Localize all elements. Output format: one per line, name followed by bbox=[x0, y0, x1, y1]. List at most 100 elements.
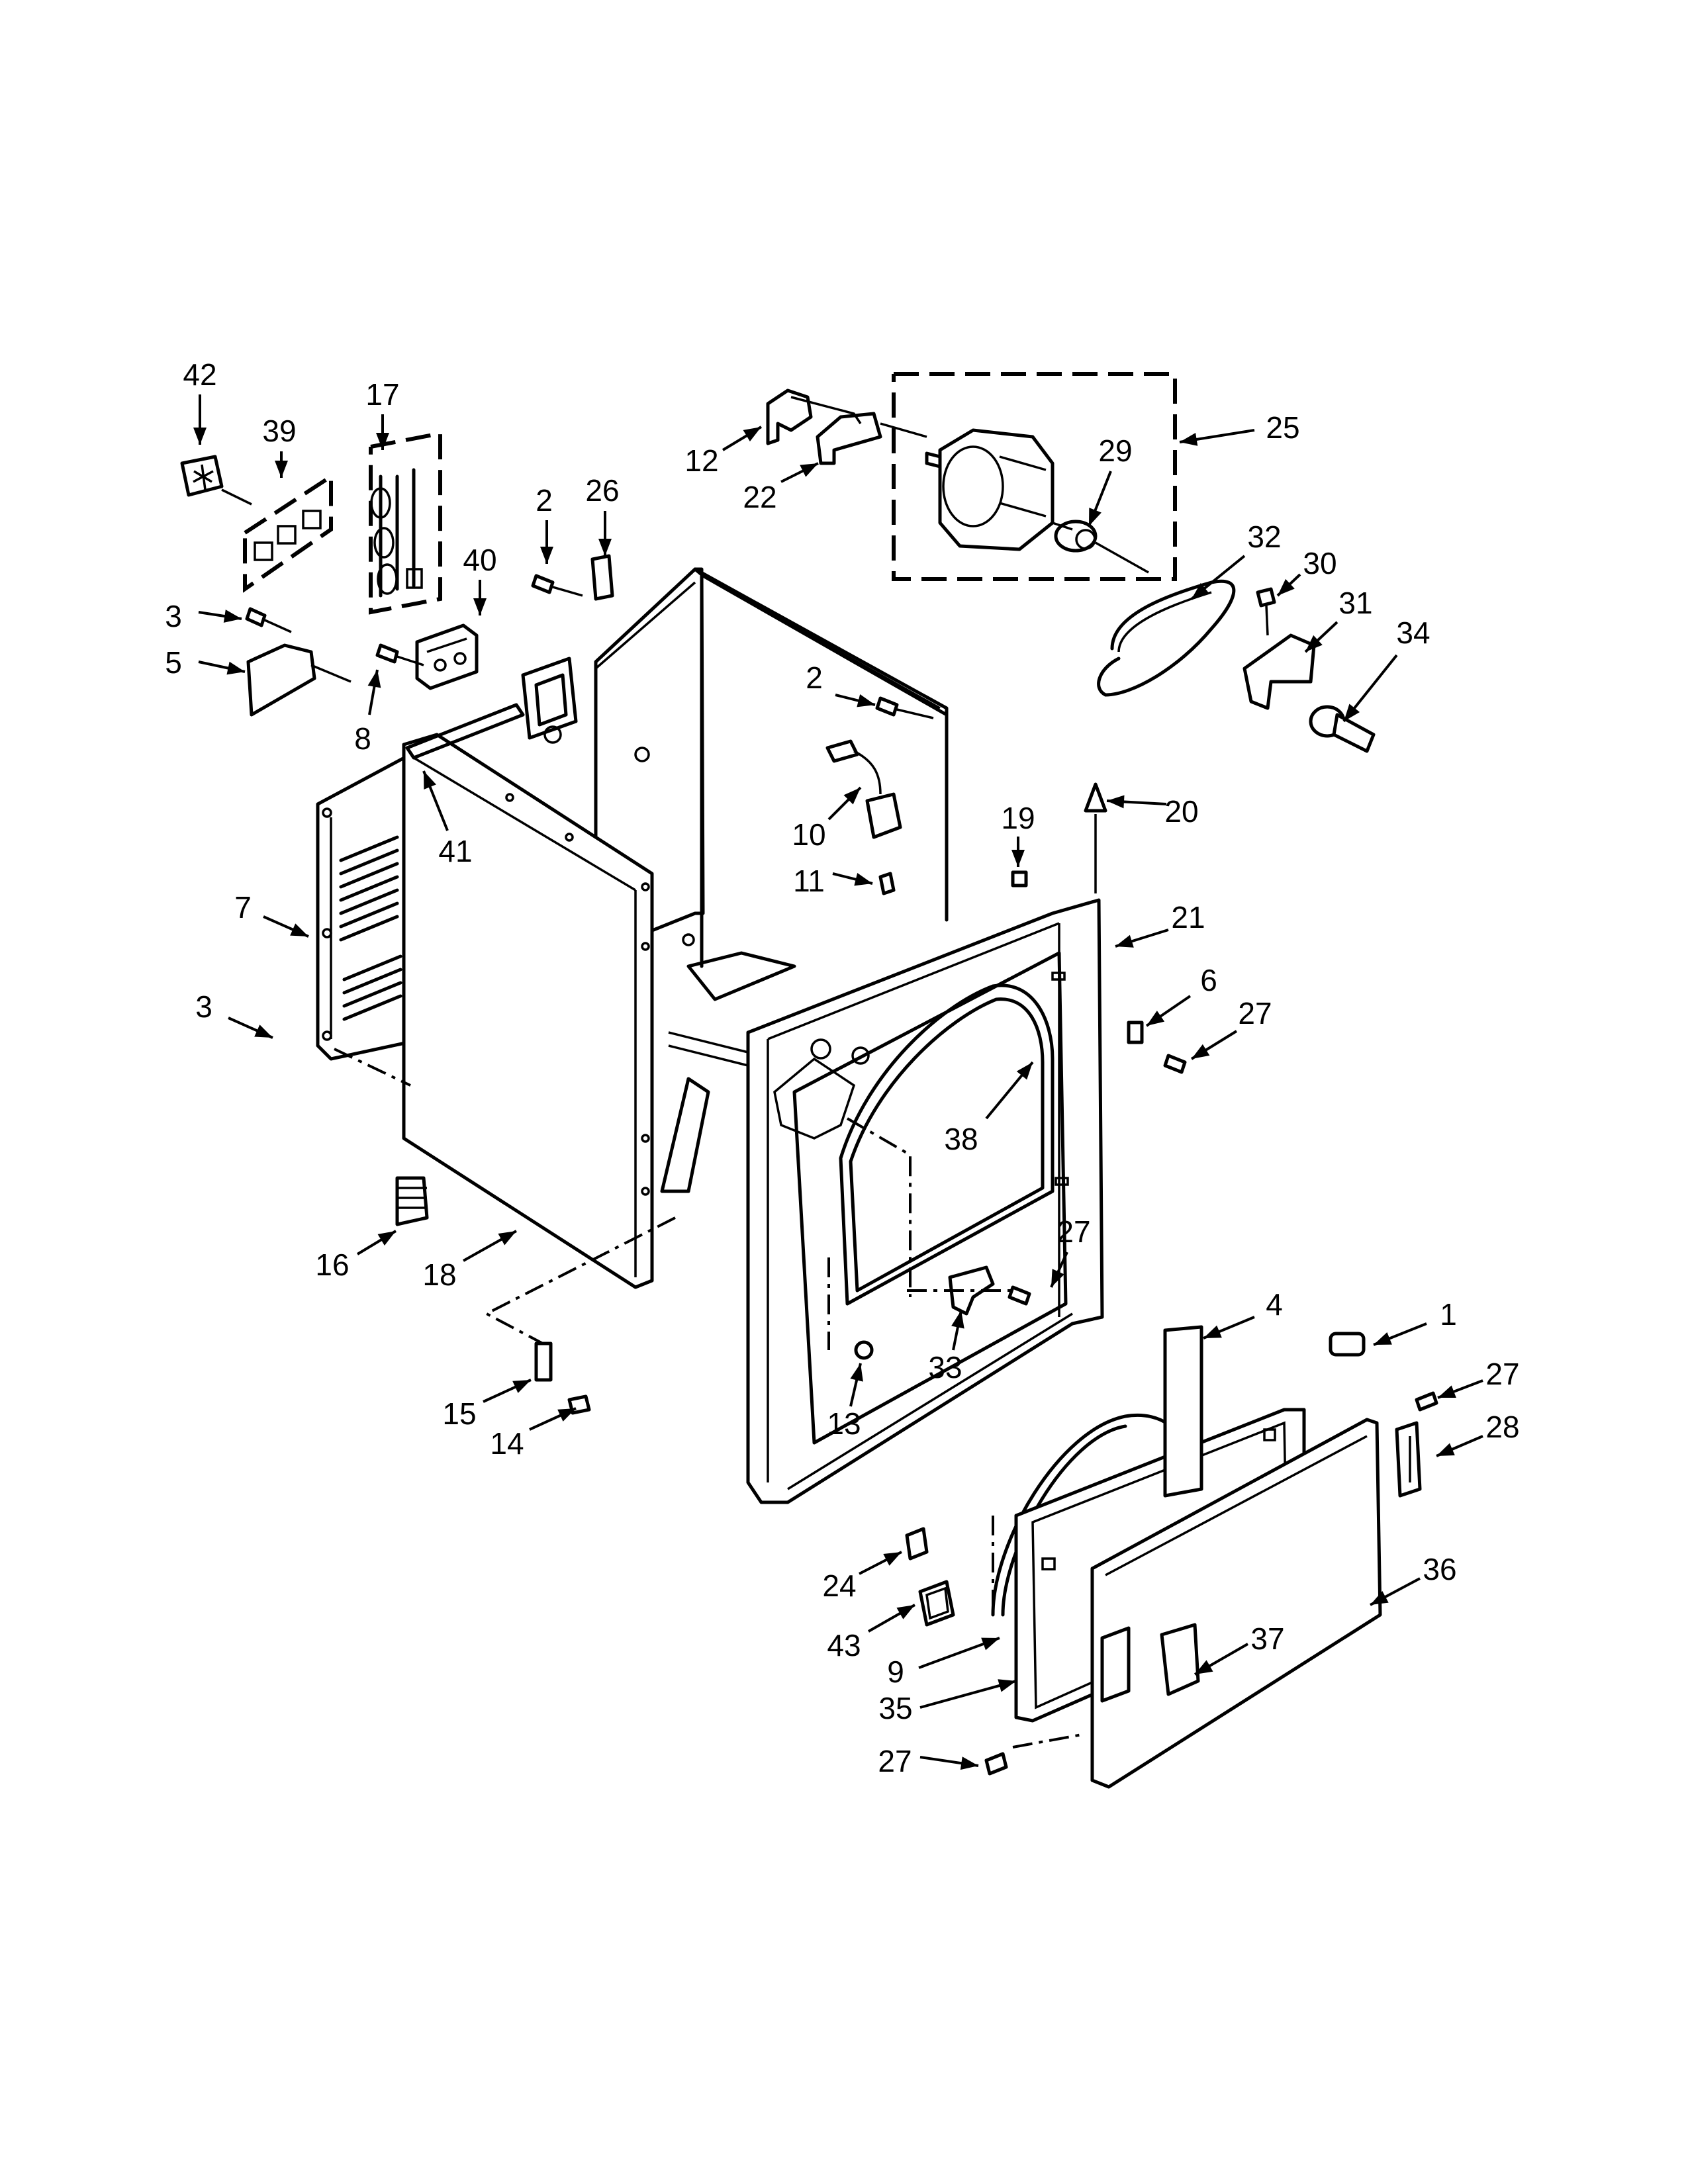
callout-label: 1 bbox=[1440, 1297, 1457, 1332]
callout-c24: 24 bbox=[822, 1551, 902, 1603]
door-bumper-1 bbox=[1329, 1332, 1366, 1357]
door-seal-38 bbox=[839, 983, 1055, 1306]
drive-belt-32 bbox=[1097, 579, 1236, 697]
door-window-strip-4 bbox=[1163, 1325, 1203, 1498]
idler-bracket-31 bbox=[1243, 633, 1316, 710]
screw-8 bbox=[375, 643, 424, 666]
callout-c33: 33 bbox=[928, 1310, 964, 1385]
callout-c3a: 3 bbox=[165, 599, 242, 633]
callout-label: 43 bbox=[827, 1628, 861, 1662]
callout-c19: 19 bbox=[1001, 801, 1035, 867]
callout-label: 38 bbox=[944, 1122, 978, 1156]
callout-label: 27 bbox=[878, 1744, 912, 1778]
callout-arrowhead bbox=[290, 923, 308, 936]
callout-label: 3 bbox=[195, 989, 212, 1024]
pulley-29 bbox=[1054, 520, 1098, 553]
callout-arrowhead bbox=[1438, 1385, 1456, 1398]
callout-label: 20 bbox=[1164, 794, 1198, 829]
callout-label: 32 bbox=[1247, 520, 1281, 554]
screw-27-hinge bbox=[1415, 1391, 1438, 1412]
callout-arrowhead bbox=[981, 1637, 1000, 1651]
callout-arrowhead bbox=[1051, 1269, 1064, 1287]
screw-27-catch bbox=[1008, 1285, 1031, 1306]
callout-label: 13 bbox=[827, 1406, 861, 1441]
callout-arrowhead bbox=[1305, 635, 1323, 652]
callout-arrowhead bbox=[800, 463, 818, 477]
callout-arrowhead bbox=[473, 598, 487, 615]
callout-c16: 16 bbox=[315, 1230, 397, 1282]
callout-c39: 39 bbox=[262, 414, 297, 478]
callout-arrowhead bbox=[226, 661, 245, 675]
callout-c2b: 2 bbox=[806, 660, 876, 707]
callout-c32: 32 bbox=[1190, 520, 1282, 600]
callout-c17: 17 bbox=[365, 377, 400, 450]
callout-arrowhead bbox=[1195, 1660, 1213, 1674]
front-panel-cutaway bbox=[773, 1057, 856, 1140]
callout-arrowhead bbox=[743, 427, 761, 441]
callout-arrowhead bbox=[377, 1231, 396, 1246]
callout-arrowhead bbox=[1180, 433, 1198, 446]
side-panel-vents bbox=[339, 835, 402, 1021]
callout-label: 2 bbox=[536, 483, 553, 518]
callout-c38: 38 bbox=[944, 1061, 1034, 1156]
warning-label-42 bbox=[180, 455, 252, 506]
callout-c25: 25 bbox=[1179, 410, 1300, 446]
callout-arrowhead bbox=[1115, 934, 1134, 948]
callout-arrowhead bbox=[223, 610, 242, 623]
screw-2-upper bbox=[531, 574, 583, 597]
callout-c42: 42 bbox=[183, 357, 217, 445]
callout-c4: 4 bbox=[1203, 1287, 1283, 1340]
callout-arrowhead bbox=[1016, 1062, 1033, 1080]
callout-label: 7 bbox=[234, 890, 252, 925]
screw-27-door bbox=[984, 1752, 1008, 1776]
callout-arrowhead bbox=[998, 1679, 1016, 1692]
callout-label: 9 bbox=[887, 1655, 904, 1689]
callout-arrowhead bbox=[1192, 1044, 1210, 1059]
callout-c31: 31 bbox=[1304, 586, 1373, 653]
callout-c29: 29 bbox=[1088, 433, 1133, 527]
callout-c43: 43 bbox=[827, 1604, 915, 1662]
callout-arrowhead bbox=[896, 1605, 915, 1619]
drive-motor bbox=[925, 428, 1055, 551]
callout-c36: 36 bbox=[1370, 1552, 1457, 1606]
callout-c20: 20 bbox=[1106, 794, 1199, 829]
callout-c40: 40 bbox=[463, 543, 497, 615]
callout-arrowhead bbox=[1203, 1325, 1222, 1338]
callout-arrowhead bbox=[854, 872, 872, 886]
callout-arrowhead bbox=[254, 1024, 273, 1038]
callout-label: 34 bbox=[1396, 615, 1430, 650]
callout-c1: 1 bbox=[1373, 1297, 1457, 1346]
callout-label: 28 bbox=[1485, 1410, 1519, 1444]
callout-arrowhead bbox=[424, 771, 436, 790]
callout-arrowhead bbox=[557, 1408, 576, 1422]
callout-label: 17 bbox=[365, 377, 399, 412]
motor-assembly-25 bbox=[892, 372, 1177, 581]
back-control-bracket bbox=[521, 657, 578, 744]
callout-arrowhead bbox=[498, 1231, 516, 1246]
callout-label: 15 bbox=[442, 1396, 476, 1431]
callout-c13: 13 bbox=[827, 1363, 863, 1441]
callout-c34: 34 bbox=[1342, 615, 1430, 723]
callout-c30: 30 bbox=[1276, 546, 1337, 597]
callout-label: 4 bbox=[1266, 1287, 1283, 1322]
callout-c7: 7 bbox=[234, 890, 309, 938]
outer-door-36 bbox=[1090, 1418, 1382, 1789]
callout-c2a: 2 bbox=[536, 483, 553, 564]
callout-arrowhead bbox=[1192, 582, 1209, 599]
callout-arrowhead bbox=[193, 428, 207, 445]
callout-arrowhead bbox=[850, 1363, 863, 1382]
terminal-block-40 bbox=[415, 623, 479, 690]
callout-arrowhead bbox=[275, 461, 288, 478]
callout-label: 5 bbox=[165, 645, 182, 680]
callout-arrowhead bbox=[960, 1756, 978, 1770]
callout-c5: 5 bbox=[165, 645, 246, 680]
glide-19 bbox=[1011, 870, 1028, 887]
callout-c37: 37 bbox=[1194, 1621, 1285, 1676]
callout-arrowhead bbox=[1344, 704, 1360, 721]
clip-6 bbox=[1127, 1021, 1144, 1044]
door-handle-37 bbox=[1100, 1623, 1200, 1703]
callout-arrowhead bbox=[540, 547, 553, 564]
wire-terminal-kit-17 bbox=[369, 431, 442, 615]
alignment-lines bbox=[334, 1048, 1086, 1749]
callout-label: 24 bbox=[822, 1569, 856, 1603]
